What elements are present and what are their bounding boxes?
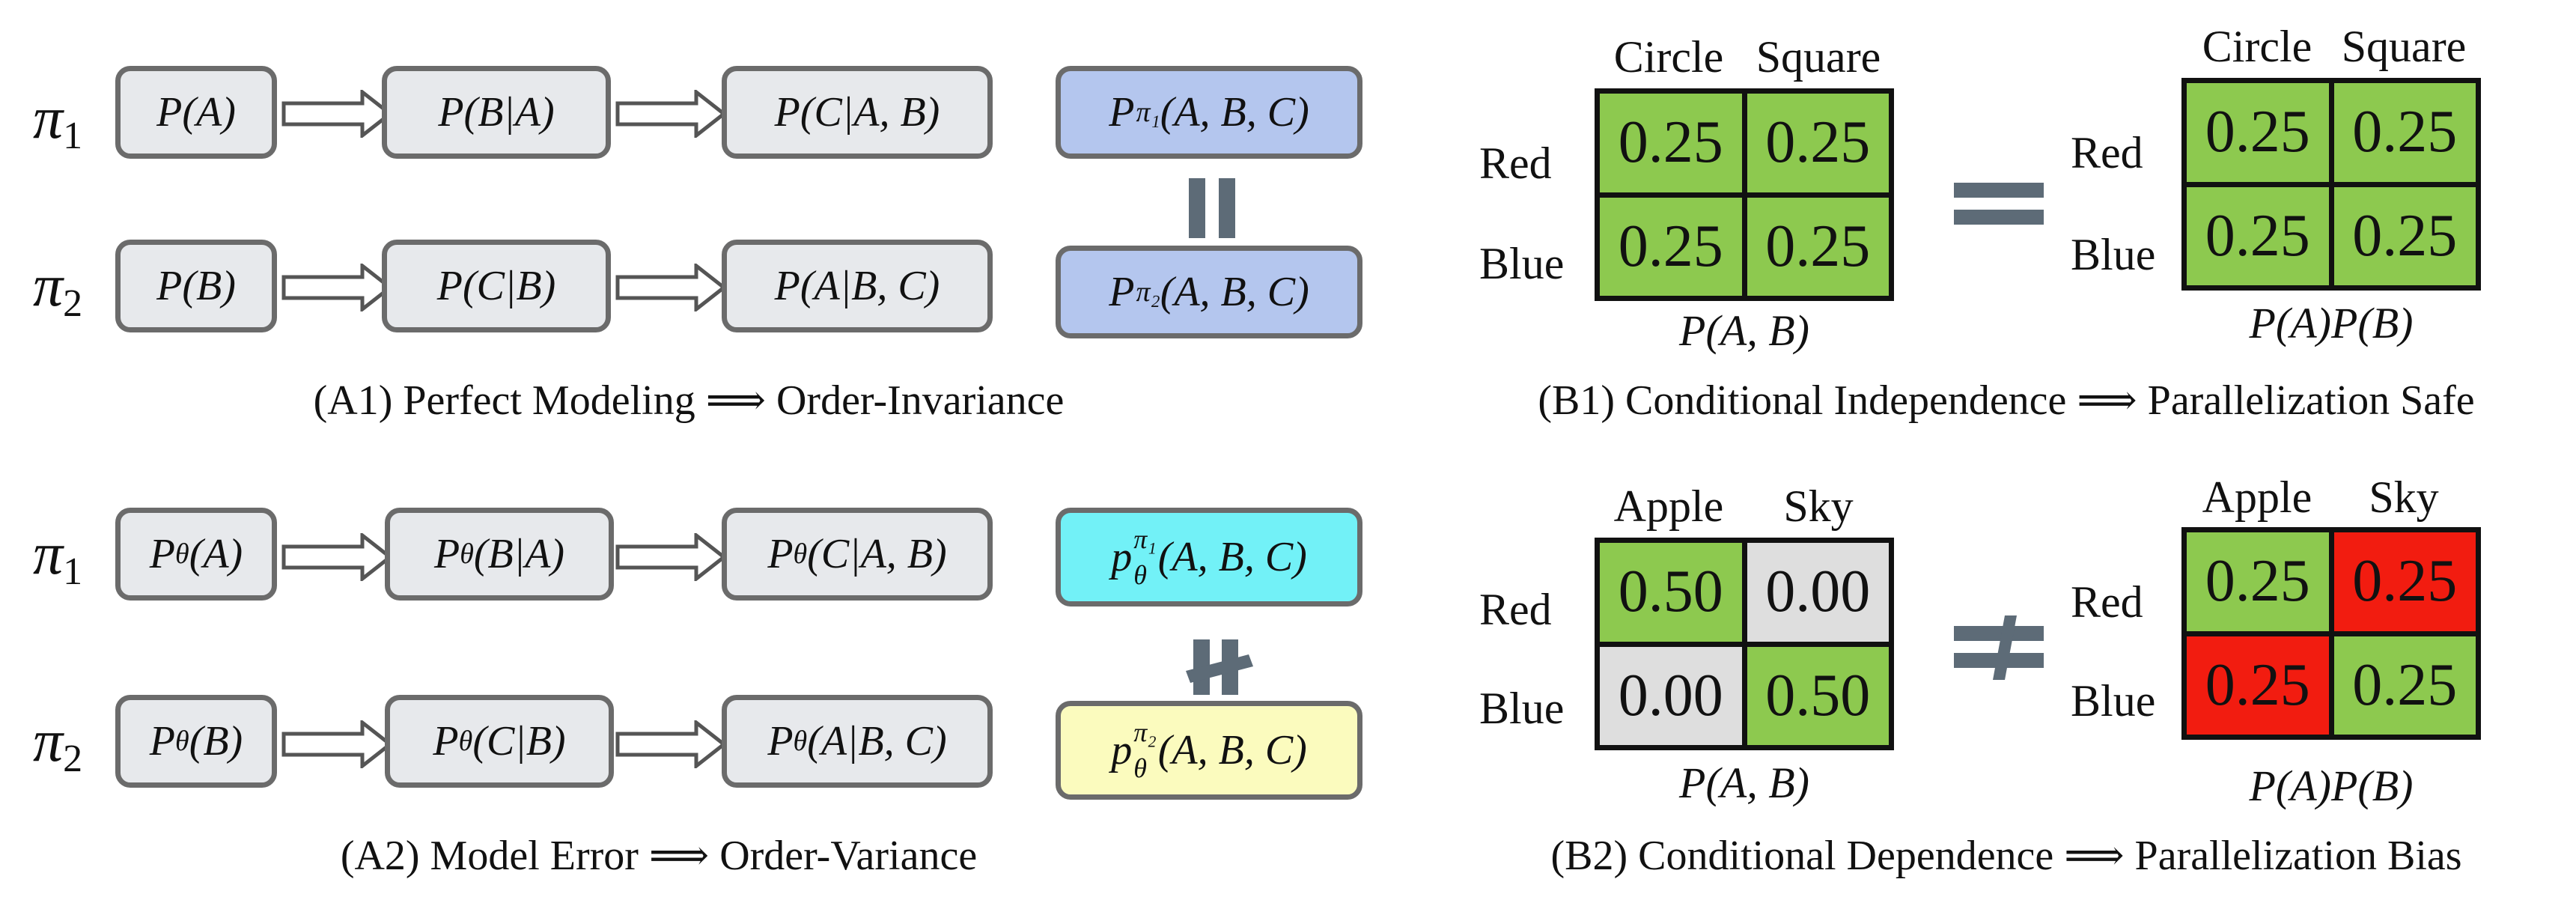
- equal-icon: [1189, 178, 1235, 238]
- row-label: Red: [1479, 139, 1552, 188]
- table-cell: 0.25: [1600, 197, 1742, 296]
- table-caption: P(A)P(B): [2249, 761, 2414, 810]
- caption-b2: (B2) Conditional Dependence ⟹ Paralleliz…: [1550, 833, 2462, 879]
- pi2-label: π2: [33, 708, 83, 780]
- product-table: 0.25 0.25 0.25 0.25: [2181, 78, 2481, 291]
- a1-node-p-c-given-ab: P(C|A, B): [722, 66, 993, 159]
- row-label: Red: [1479, 585, 1552, 634]
- arrow-icon: [615, 533, 726, 581]
- col-label: Circle: [1613, 32, 1724, 82]
- table-cell: 0.25: [2333, 83, 2476, 182]
- table-cell: 0.25: [1600, 94, 1742, 192]
- col-label: Apple: [1613, 481, 1724, 531]
- table-cell: 0.50: [1747, 646, 1889, 745]
- table-cell: 0.25: [2333, 636, 2476, 735]
- not-equal-icon: [1954, 615, 2044, 680]
- table-cell: 0.25: [1747, 197, 1889, 296]
- arrow-icon: [281, 533, 392, 581]
- table-caption: P(A, B): [1679, 759, 1809, 807]
- col-label: Square: [1756, 32, 1881, 82]
- row-label: Blue: [1479, 239, 1565, 288]
- arrow-icon: [281, 720, 392, 768]
- table-cell: 0.00: [1747, 543, 1889, 642]
- equal-icon: [1954, 183, 2044, 225]
- pi1-label: π1: [33, 85, 83, 157]
- arrow-icon: [615, 720, 726, 768]
- table-cell: 0.00: [1600, 646, 1742, 745]
- caption-b1: (B1) Conditional Independence ⟹ Parallel…: [1538, 377, 2475, 424]
- row-label: Blue: [1479, 684, 1565, 733]
- table-cell: 0.25: [1747, 94, 1889, 192]
- pi1-label: π1: [33, 521, 83, 593]
- joint-table: 0.50 0.00 0.00 0.50: [1595, 538, 1894, 750]
- a1-node-p-a-given-bc: P(A|B, C): [722, 240, 993, 332]
- table-cell: 0.25: [2187, 636, 2329, 735]
- arrow-icon: [281, 264, 392, 311]
- caption-a2: (A2) Model Error ⟹ Order-Variance: [340, 833, 978, 879]
- a1-node-p-c-given-b: P(C|B): [382, 240, 611, 332]
- row-label: Red: [2071, 128, 2143, 177]
- row-label: Blue: [2071, 676, 2156, 726]
- arrow-icon: [281, 90, 392, 138]
- caption-a1: (A1) Perfect Modeling ⟹ Order-Invariance: [313, 377, 1065, 424]
- table-cell: 0.25: [2187, 83, 2329, 182]
- joint-table: 0.25 0.25 0.25 0.25: [1595, 88, 1894, 301]
- col-label: Circle: [2202, 22, 2312, 71]
- row-label: Blue: [2071, 230, 2156, 279]
- table-cell: 0.50: [1600, 543, 1742, 642]
- a1-node-p-b: P(B): [115, 240, 277, 332]
- arrow-icon: [615, 264, 726, 311]
- product-table: 0.25 0.25 0.25 0.25: [2181, 527, 2481, 740]
- table-cell: 0.25: [2333, 186, 2476, 285]
- row-label: Red: [2071, 577, 2143, 627]
- table-cell: 0.25: [2333, 532, 2476, 631]
- col-label: Sky: [2369, 472, 2439, 522]
- pi2-label: π2: [33, 253, 83, 325]
- col-label: Square: [2341, 22, 2467, 71]
- a1-node-p-b-given-a: P(B|A): [382, 66, 611, 159]
- table-caption: P(A, B): [1679, 306, 1809, 355]
- a1-node-p-a: P(A): [115, 66, 277, 159]
- table-cell: 0.25: [2187, 532, 2329, 631]
- table-caption: P(A)P(B): [2249, 299, 2414, 347]
- arrow-icon: [615, 90, 726, 138]
- table-cell: 0.25: [2187, 186, 2329, 285]
- col-label: Apple: [2202, 472, 2312, 522]
- not-equal-icon: [1186, 639, 1253, 695]
- col-label: Sky: [1783, 481, 1854, 531]
